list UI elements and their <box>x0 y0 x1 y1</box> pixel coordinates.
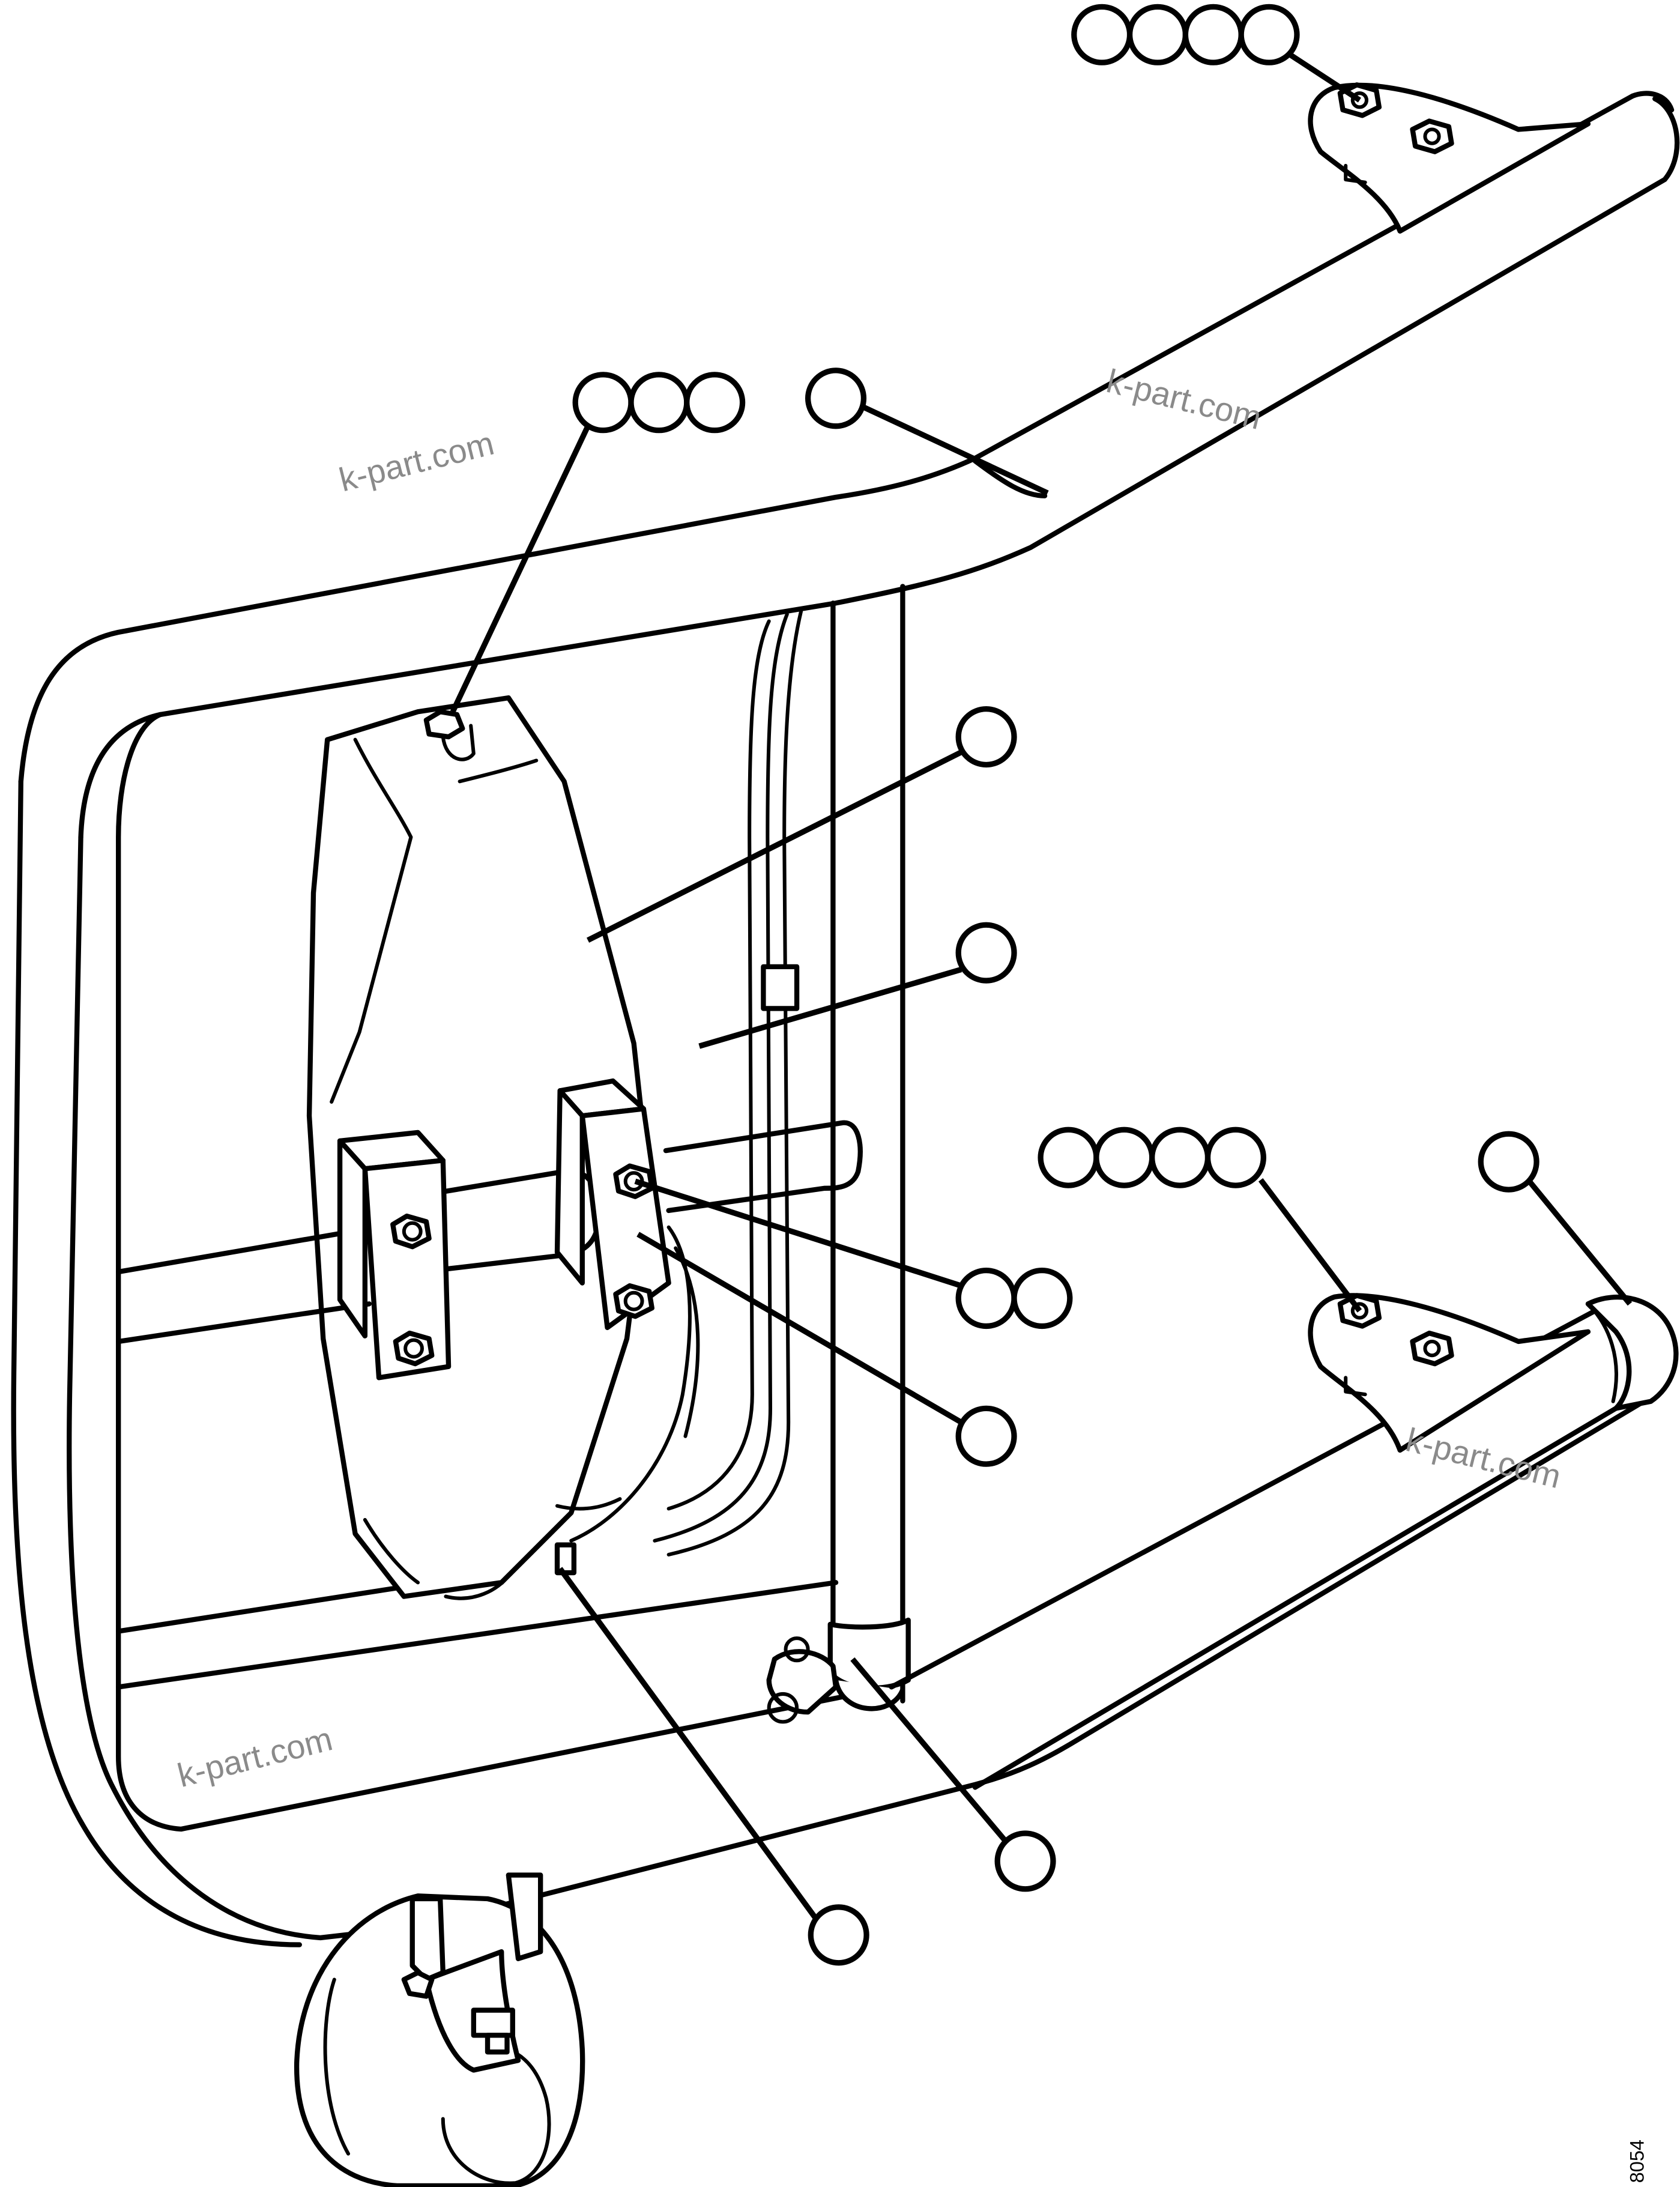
callout-bubble <box>1093 1127 1155 1188</box>
mirror-glass-callout <box>955 922 1017 984</box>
callout-bubble <box>955 1405 1017 1467</box>
clamp-bolt-callouts <box>955 1268 1073 1329</box>
callout-bubble <box>955 706 1017 768</box>
watermark: k-part.com <box>174 1720 336 1794</box>
callout-bubble <box>1126 4 1189 65</box>
callout-bubble <box>1011 1268 1073 1329</box>
right-clamp-block <box>554 1078 671 1330</box>
drawing-code: 8054 <box>1627 2140 1648 2183</box>
lower-frame-arm <box>889 1295 1679 1790</box>
top-right-bolt-callouts <box>1071 4 1300 65</box>
callout-bubble <box>1182 4 1244 65</box>
mirror-body-callout <box>955 706 1017 768</box>
callout-bubble <box>1149 1127 1211 1188</box>
callout-bubble <box>1204 1127 1266 1188</box>
upper-frame-arm <box>18 91 1680 840</box>
pipe-clamp <box>766 1617 911 1724</box>
cable-tie-callout <box>808 1904 869 1966</box>
left-clamp-block <box>337 1130 452 1381</box>
callout-bubble <box>955 922 1017 984</box>
callout-bubble <box>1071 4 1133 65</box>
upper-mount-plate <box>1308 82 1591 234</box>
watermark: k-part.com <box>1103 362 1265 437</box>
leader-lines <box>450 50 1633 1923</box>
watermark: k-part.com <box>336 425 498 499</box>
frame-outer <box>11 712 1646 1947</box>
callout-bubble <box>994 1830 1056 1892</box>
top-bolt-callouts <box>572 372 746 434</box>
clamp-block-callout <box>955 1405 1017 1467</box>
lower-round-mirror <box>294 1872 585 2187</box>
lower-mount-plate <box>1308 1293 1591 1453</box>
callout-bubble <box>805 368 867 429</box>
pipe-clamp-callout <box>994 1830 1056 1892</box>
callout-bubble <box>808 1904 869 1966</box>
callout-bubble <box>1038 1127 1099 1188</box>
callout-bubble <box>572 372 634 434</box>
lower-bolt-2 <box>1410 1330 1454 1367</box>
callout-bubble <box>628 372 690 434</box>
callout-bubble <box>684 372 746 434</box>
vertical-pipe <box>653 584 905 1704</box>
mirror-top-bolt <box>423 709 476 761</box>
frame-arm-callout <box>805 368 867 429</box>
lower-bolt-1 <box>1337 1293 1382 1329</box>
callout-bubble <box>1238 4 1300 65</box>
right-arm-bolt-callouts <box>1038 1127 1266 1188</box>
arm-end-cap-callout <box>1478 1131 1539 1193</box>
callout-bubble <box>955 1268 1017 1329</box>
callout-bubble <box>1478 1131 1539 1193</box>
upper-bolt-2 <box>1410 118 1454 154</box>
